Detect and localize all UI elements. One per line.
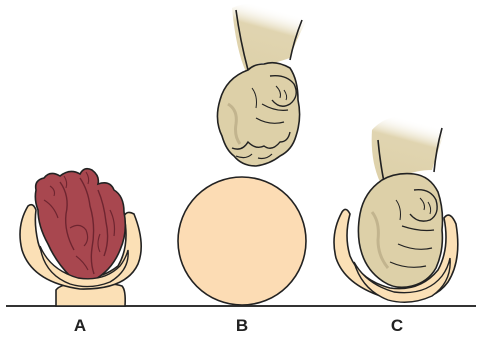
fist-icon [358, 115, 446, 287]
panel-c: C [334, 115, 458, 335]
fist-icon [217, 3, 306, 166]
panel-label-b: B [236, 316, 248, 335]
panel-b: B [178, 3, 306, 335]
panel-a: A [20, 169, 141, 335]
sphere-icon [178, 177, 306, 305]
panel-label-c: C [391, 316, 403, 335]
panel-label-a: A [74, 316, 86, 335]
